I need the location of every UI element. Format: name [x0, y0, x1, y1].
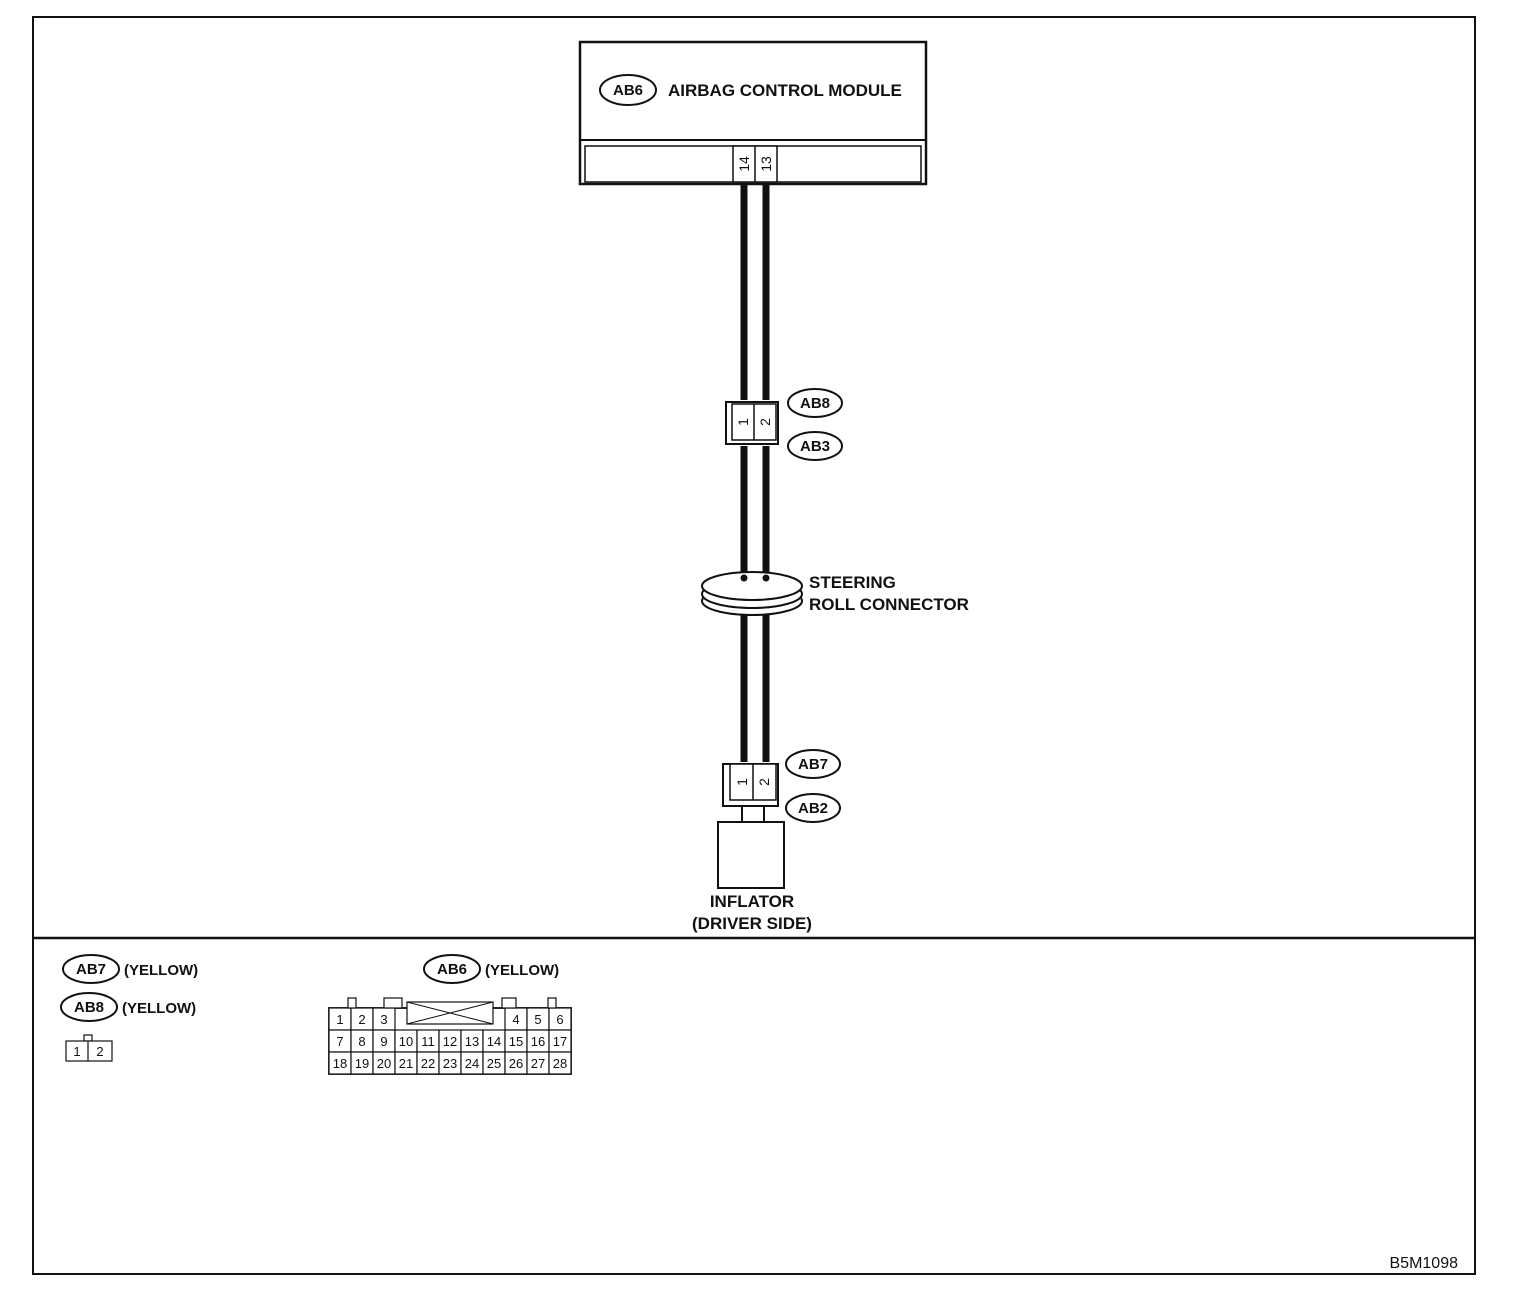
ab6-pin-cell — [548, 1051, 572, 1075]
legend-ab8-color: (YELLOW) — [122, 1000, 196, 1017]
inflator-label-line1: INFLATOR — [710, 892, 794, 911]
ab6-locking-tab — [383, 997, 403, 1009]
ab6-pin-label: 11 — [421, 1034, 435, 1049]
roll-label-line1: STEERING — [809, 573, 896, 592]
small-connector-tab — [83, 1034, 93, 1042]
connector-ab8-ab3: 1 2 AB8 AB3 — [725, 388, 843, 461]
legend-ab7-color: (YELLOW) — [124, 962, 198, 979]
ab6-pin-label: 8 — [358, 1034, 365, 1049]
inflator: INFLATOR (DRIVER SIDE) — [692, 821, 812, 933]
ab6-locking-tab — [501, 997, 517, 1009]
small-connector-box — [65, 1040, 113, 1062]
legend-ab7-code: AB7 — [76, 961, 106, 978]
small-connector-pin-1: 1 — [73, 1044, 80, 1059]
ab6-pin-label: 26 — [509, 1056, 523, 1071]
ab6-pin-label: 22 — [421, 1056, 435, 1071]
lower-pin-2: 2 — [756, 778, 772, 786]
roll-wire-end-right — [762, 574, 770, 582]
legend-ab7-oval — [62, 954, 120, 984]
ab6-pin-label: 13 — [465, 1034, 479, 1049]
ab6-pin-label: 17 — [553, 1034, 567, 1049]
ab6-pin-label: 4 — [512, 1012, 519, 1027]
module-code: AB6 — [613, 82, 643, 99]
module-pin-13: 13 — [758, 156, 774, 172]
ab8-oval — [787, 388, 843, 418]
ab6-pin-label: 2 — [358, 1012, 365, 1027]
ab6-locking-tab — [547, 997, 557, 1009]
ab6-pin-label: 7 — [336, 1034, 343, 1049]
roll-label-line2: ROLL CONNECTOR — [809, 595, 969, 614]
module-pin-14: 14 — [736, 156, 752, 172]
ab6-pin-label: 18 — [333, 1056, 347, 1071]
module-title: AIRBAG CONTROL MODULE — [668, 81, 902, 100]
ab6-pin-label: 19 — [355, 1056, 369, 1071]
steering-roll-connector: STEERING ROLL CONNECTOR — [701, 571, 969, 616]
small-connector-pin-2: 2 — [96, 1044, 103, 1059]
harness-wires — [740, 184, 770, 762]
ab6-pin-label: 23 — [443, 1056, 457, 1071]
ab6-pin-label: 15 — [509, 1034, 523, 1049]
roll-disc-top — [701, 571, 803, 601]
legend-left: AB7 (YELLOW) AB8 (YELLOW) 1 2 — [60, 954, 198, 1062]
ab6-pin-label: 6 — [556, 1012, 563, 1027]
legend-ab8-oval — [60, 992, 118, 1022]
ab6-locking-tab — [347, 997, 357, 1009]
outer-frame — [32, 16, 1476, 1275]
ab6-pin-label: 5 — [534, 1012, 541, 1027]
inflator-label-line2: (DRIVER SIDE) — [692, 914, 812, 933]
ab2-oval — [785, 793, 841, 823]
ab7-oval — [785, 749, 841, 779]
module-body — [578, 40, 928, 186]
ab6-pin-label: 3 — [380, 1012, 387, 1027]
ab8-code: AB8 — [800, 395, 830, 412]
ab3-code: AB3 — [800, 438, 830, 455]
airbag-control-module: AB6 AIRBAG CONTROL MODULE 14 13 — [578, 40, 928, 186]
legend-ab8-code: AB8 — [74, 999, 104, 1016]
ab6-pin-label: 25 — [487, 1056, 501, 1071]
legend-ab6-oval — [423, 954, 481, 984]
ab6-pin-label: 1 — [336, 1012, 343, 1027]
lower-pin-1: 1 — [734, 778, 750, 786]
upper-pin-2: 2 — [757, 418, 773, 426]
figure-code: B5M1098 — [1390, 1255, 1459, 1272]
inflator-body — [717, 821, 785, 889]
roll-wire-end-left — [740, 574, 748, 582]
legend-ab6-color: (YELLOW) — [485, 962, 559, 979]
ab6-latch-cross — [406, 1001, 494, 1025]
legend-ab6-code: AB6 — [437, 961, 467, 978]
ab6-pin-label: 9 — [380, 1034, 387, 1049]
ab6-pin-label: 10 — [399, 1034, 413, 1049]
ab6-pin-label: 12 — [443, 1034, 457, 1049]
connector-ab7-ab2: 1 2 AB7 AB2 — [722, 749, 841, 823]
ab6-pin-label: 27 — [531, 1056, 545, 1071]
ab7-code: AB7 — [798, 756, 828, 773]
ab6-pin-label: 28 — [553, 1056, 567, 1071]
ab3-oval — [787, 431, 843, 461]
ab6-pin-label: 21 — [399, 1056, 413, 1071]
ab6-pin-label: 24 — [465, 1056, 479, 1071]
ab6-pin-label: 16 — [531, 1034, 545, 1049]
ab2-code: AB2 — [798, 800, 828, 817]
ab6-pin-label: 14 — [487, 1034, 501, 1049]
ab6-pin-label: 20 — [377, 1056, 391, 1071]
module-code-oval — [599, 74, 657, 106]
upper-pin-1: 1 — [735, 418, 751, 426]
